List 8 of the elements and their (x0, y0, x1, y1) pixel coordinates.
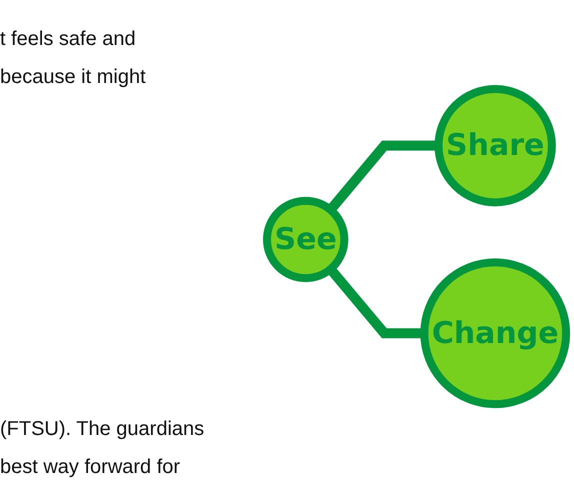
node-circle (262, 197, 348, 283)
node-circle (434, 85, 556, 207)
node-circle (420, 258, 570, 409)
body-text-line: best way forward for (0, 455, 182, 480)
body-text-line: (FTSU). The guardians (0, 417, 206, 442)
body-text-line: t feels safe and (0, 27, 137, 52)
diagram: See Share Change (258, 81, 574, 413)
body-text-line: because it might (0, 65, 147, 90)
